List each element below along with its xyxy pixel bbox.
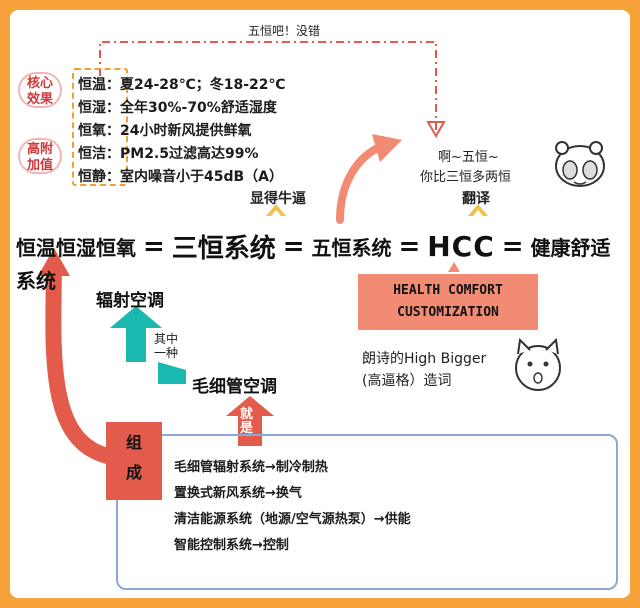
bubble-text-2: 你比三恒多两恒	[420, 170, 512, 185]
pronounce-note-1: 朗诗的High Bigger	[362, 351, 487, 367]
composition-item-3: 清洁能源系统（地源/空气源热泵）→供能	[174, 512, 411, 527]
show-off-label: 显得牛逼	[250, 191, 306, 207]
composition-box	[116, 434, 618, 590]
eq-sign-1: =	[142, 231, 165, 262]
eq-sign-3: =	[398, 231, 421, 262]
eq-three-constant-system: 三恒系统	[171, 234, 276, 264]
property-temperature: 恒温：夏24-28℃；冬18-22℃	[78, 77, 286, 93]
dog-face-icon	[515, 337, 561, 391]
pronounce-note-2: (高逼格）造词	[362, 373, 452, 389]
property-quiet: 恒静：室内噪音小于45dB（A）	[78, 169, 284, 185]
extra-value-label: 高附 加值	[18, 138, 62, 174]
composition-tag: 组 成	[106, 422, 162, 500]
dashed-connector	[99, 41, 446, 139]
property-clean: 恒洁：PM2.5过滤高达99%	[78, 146, 259, 162]
dashed-label: 五恒吧！没错	[248, 24, 321, 38]
eq-healthy-comfort-system: 健康舒适系统	[16, 236, 611, 293]
property-highlight-box	[72, 68, 128, 186]
composition-item-4: 智能控制系统→控制	[174, 538, 289, 553]
radiant-ac-label: 辐射空调	[96, 291, 164, 311]
eq-five-constant-system: 五恒系统	[311, 236, 392, 260]
eq-sign-4: =	[501, 231, 524, 262]
eq-three-constants: 恒温恒湿恒氧	[16, 236, 136, 260]
is-label: 就 是	[240, 407, 254, 436]
composition-item-2: 置换式新风系统→换气	[174, 486, 302, 501]
core-effect-label: 核心 效果	[18, 72, 62, 108]
property-humidity: 恒湿：全年30%-70%舒适湿度	[78, 100, 277, 116]
bubble-text-1: 啊~五恒~	[438, 150, 499, 165]
one-of-label: 其中 一种	[154, 332, 179, 360]
capillary-ac-label: 毛细管空调	[192, 377, 277, 397]
composition-item-1: 毛细管辐射系统→制冷制热	[174, 460, 328, 475]
eq-hcc: HCC	[427, 230, 495, 263]
main-equation: 恒温恒湿恒氧 = 三恒系统 = 五恒系统 = HCC = 健康舒适系统	[16, 228, 630, 294]
diagram-canvas: 五恒吧！没错 核心 效果 高附 加值 恒温：夏24-28℃；冬18-22℃ 恒湿…	[10, 10, 630, 598]
hcc-definition-box: HEALTH COMFORT CUSTOMIZATION	[358, 274, 538, 330]
property-oxygen: 恒氧：24小时新风提供鲜氧	[78, 123, 252, 139]
arrows-layer	[38, 134, 488, 466]
bear-face-icon	[555, 141, 605, 187]
translate-label: 翻译	[462, 191, 490, 207]
eq-sign-2: =	[282, 231, 305, 262]
